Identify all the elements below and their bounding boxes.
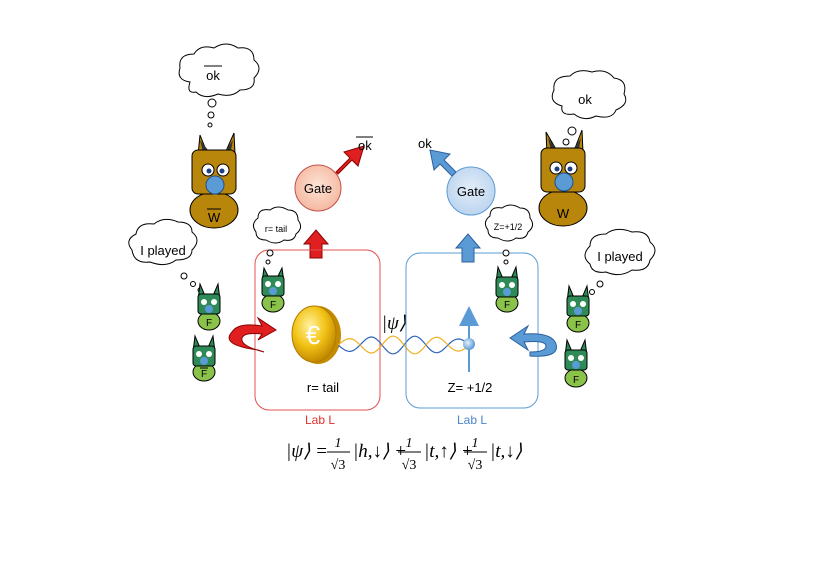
wigner-left-thought: ok (178, 43, 260, 128)
friend-left-top-label: F (206, 318, 212, 329)
friend-left-thought: r= tail (252, 206, 302, 265)
friend-right-played-thought: I played (583, 228, 656, 302)
lab-left-output-arrow (302, 229, 330, 259)
wigner-left-label: W (208, 210, 221, 225)
friend-right-outside-top: F (566, 284, 590, 333)
frac3-num: 1 (472, 436, 479, 451)
equation-term2: |t,↑⟩ + (424, 441, 474, 462)
lab-left-result: r= tail (307, 380, 339, 395)
equation-term1: |h,↓⟩ + (353, 441, 407, 462)
lab-right-result: Z= +1/2 (448, 380, 493, 395)
friend-right-played-text: I played (597, 249, 643, 264)
svg-text:F: F (504, 300, 510, 311)
lab-right-label: Lab L (457, 413, 487, 427)
wigner-left-thought-text: ok (206, 68, 220, 83)
state-equation: |ψ⟩ = 1 √3 |h,↓⟩ + 1 √3 |t,↑⟩ + 1 √3 |t,… (286, 436, 523, 473)
friend-left-inside: F (261, 266, 285, 313)
gate-right-output-label: ok (418, 136, 432, 151)
spin-particle (459, 306, 479, 372)
friend-right-outside-bottom: F (564, 338, 588, 388)
friend-right-inside: F (495, 265, 519, 313)
wigner-right-label: W (557, 206, 570, 221)
friend-left-thought-text: r= tail (265, 224, 287, 234)
svg-text:F: F (270, 300, 276, 311)
frac2-num: 1 (406, 436, 413, 451)
gate-right: Gate ok (418, 136, 496, 216)
equation-lhs: |ψ⟩ = (286, 441, 328, 462)
gate-left-output-arrow (335, 145, 365, 175)
friend-right-top-label: F (575, 320, 581, 331)
frac1-num: 1 (335, 436, 342, 451)
friend-left-swap-arrow (228, 316, 277, 353)
entanglement-wave (337, 335, 467, 355)
frac1-den: √3 (331, 458, 346, 473)
friend-left-played-text: I played (140, 243, 186, 258)
frac2-den: √3 (402, 458, 417, 473)
friend-left-played-thought: I played (128, 218, 203, 293)
wigner-left-character: W (189, 132, 239, 229)
gate-left: Gate ok (294, 136, 373, 212)
gate-left-label: Gate (304, 181, 332, 196)
friend-left-bottom-label: F (201, 369, 207, 380)
equation-term3: |t,↓⟩ (490, 441, 523, 462)
coin: € (291, 305, 341, 364)
lab-left-label: Lab L (305, 413, 335, 427)
wigner-right-character: W (538, 129, 588, 227)
gate-right-output-arrow (429, 149, 457, 177)
gate-left-output-label: ok (358, 138, 372, 153)
friend-right-bottom-label: F (573, 375, 579, 386)
friend-right-thought: Z=+1/2 (484, 204, 534, 265)
gate-right-label: Gate (457, 184, 485, 199)
coin-symbol: € (306, 320, 321, 350)
lab-right-output-arrow (454, 233, 482, 263)
state-label: |ψ⟩ (382, 313, 407, 334)
friend-left-outside-bottom: F (192, 334, 216, 382)
friend-right-swap-arrow (509, 324, 557, 357)
wigner-right-thought: ok (551, 70, 627, 146)
friend-right-thought-text: Z=+1/2 (494, 222, 523, 232)
wigner-right-thought-text: ok (578, 92, 592, 107)
frac3-den: √3 (468, 458, 483, 473)
friend-left-outside-top: F (197, 282, 221, 331)
